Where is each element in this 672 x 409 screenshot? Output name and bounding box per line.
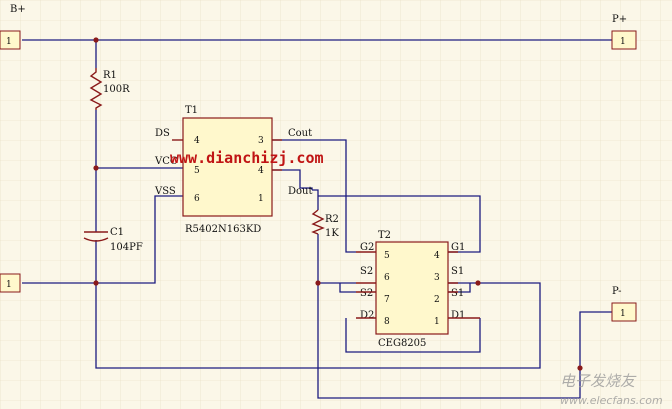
- wire-b-minus-vss: [22, 195, 183, 284]
- t2-label: G2: [360, 242, 374, 253]
- t2-pin: 1: [434, 317, 440, 327]
- t1-pin: 4: [258, 166, 264, 176]
- port-p-plus[interactable]: 1 P+: [611, 14, 637, 50]
- t1-label-dout: Dout: [288, 186, 313, 197]
- r2-name: R2: [325, 214, 339, 225]
- wire-dout: [272, 169, 313, 190]
- junction-dot: [577, 365, 583, 371]
- t1-pin: 6: [194, 194, 200, 204]
- port-pin-number: 1: [620, 309, 626, 319]
- watermark-dianchizj: www.dianchizj.com: [170, 149, 324, 167]
- t2-pin: 4: [434, 251, 440, 261]
- watermark-elecfans-cn: 电子发烧友: [560, 372, 637, 390]
- t2-label: S1: [451, 266, 464, 277]
- t2-pin: 8: [384, 317, 390, 327]
- wire-r2-p-minus: [317, 234, 612, 399]
- junction-dot: [93, 165, 99, 171]
- watermark-elecfans: 电子发烧友 www.elecfans.com: [560, 372, 663, 407]
- r2-value: 1K: [325, 228, 339, 239]
- t2-label: S1: [451, 288, 464, 299]
- t2-label: S2: [360, 266, 373, 277]
- port-label: P+: [612, 14, 627, 25]
- r1-name: R1: [103, 70, 117, 81]
- t1-pin: 5: [194, 166, 200, 176]
- port-pin-number: 1: [6, 280, 12, 290]
- port-b-plus[interactable]: 1 B+: [0, 4, 26, 50]
- port-pin-number: 1: [6, 37, 12, 47]
- junction-dot: [93, 37, 99, 43]
- chip-t2[interactable]: T2 CEG8205 G2 S2 S2 D2 5 6 7 8 G1 S1 S1 …: [356, 230, 480, 349]
- t1-label-cout: Cout: [288, 128, 312, 139]
- junction-dot: [93, 280, 99, 286]
- wires: [22, 39, 612, 399]
- capacitor-c1[interactable]: C1 104PF: [83, 227, 143, 253]
- t1-label-vcc: VCC: [154, 156, 178, 167]
- port-label: P-: [612, 286, 622, 297]
- t1-pin: 1: [258, 194, 264, 204]
- t2-pin: 6: [384, 273, 390, 283]
- t1-pin: 3: [258, 136, 264, 146]
- wire-dout-r2: [312, 189, 319, 210]
- t2-label: D2: [360, 310, 374, 321]
- junction-dot: [475, 280, 481, 286]
- junction-dot: [315, 280, 321, 286]
- c1-value: 104PF: [110, 242, 143, 253]
- t2-pin: 5: [384, 251, 390, 261]
- port-p-minus[interactable]: 1 P-: [611, 286, 637, 322]
- t2-label: S2: [360, 288, 373, 299]
- t2-part-number: CEG8205: [378, 338, 426, 349]
- chip-t1[interactable]: T1 R5402N163KD DS VCC VSS 4 5 6 Cout Dou…: [154, 105, 313, 235]
- t1-pin: 4: [194, 136, 200, 146]
- c1-name: C1: [110, 227, 124, 238]
- wire-g1: [318, 195, 481, 253]
- wire-d2-d1: [345, 318, 481, 353]
- t1-label-vss: VSS: [154, 186, 176, 197]
- t2-pin: 3: [434, 273, 440, 283]
- watermark-elecfans-url: www.elecfans.com: [560, 394, 663, 407]
- port-b-minus[interactable]: 1: [0, 273, 21, 293]
- port-label: B+: [10, 4, 26, 15]
- t1-name: T1: [185, 105, 198, 116]
- t1-label-ds: DS: [155, 128, 170, 139]
- port-pin-number: 1: [620, 37, 626, 47]
- t2-pin: 7: [384, 295, 390, 305]
- wire-s2-b: [339, 283, 356, 293]
- t2-name: T2: [378, 230, 391, 241]
- t1-part-number: R5402N163KD: [185, 224, 261, 235]
- t2-label: G1: [451, 242, 465, 253]
- t2-pin: 2: [434, 295, 440, 305]
- resistor-r1[interactable]: R1 100R: [89, 68, 130, 110]
- resistor-r2[interactable]: R2 1K: [311, 209, 339, 239]
- t2-label: D1: [451, 310, 465, 321]
- r1-value: 100R: [103, 84, 130, 95]
